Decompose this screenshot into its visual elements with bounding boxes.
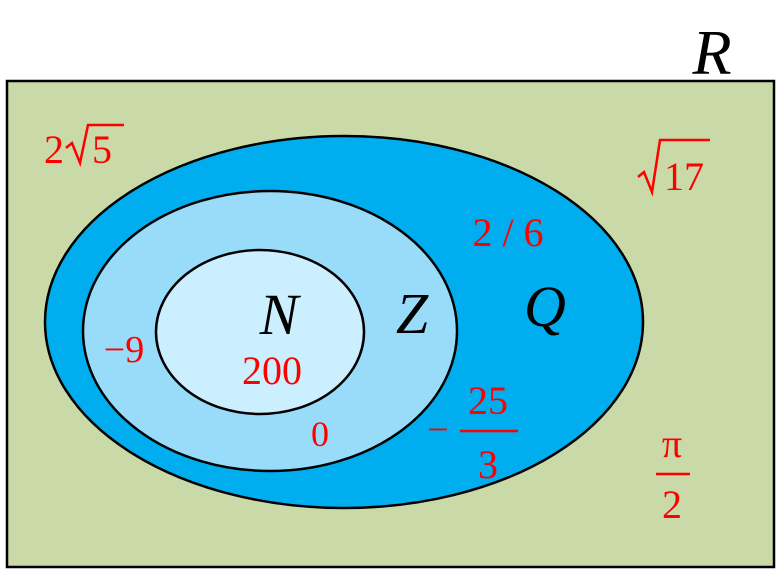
element-two-root-five: 2 5 [44,123,124,172]
radical-sign [637,138,710,197]
natural-set-region [154,248,366,416]
element-zero: 0 [311,414,329,454]
element-root-seventeen: 17 [637,138,710,199]
denominator-text: 3 [478,442,498,487]
element-pi-over-2: π 2 [656,421,690,527]
element-two-over-six: 2 / 6 [472,210,543,255]
sign-text: − [427,409,448,451]
radical-sign [65,123,124,168]
natural-set-label: N [259,282,302,347]
numerator-text: π [662,421,682,466]
integer-set-label: Z [396,281,429,346]
rational-set-label: Q [524,274,566,339]
element-two-hundred: 200 [242,348,302,393]
denominator-text: 2 [662,482,682,527]
numerator-text: 25 [468,378,508,423]
radicand-text: 17 [664,154,704,199]
element-minus-nine: −9 [104,329,144,371]
element-minus-25-over-3: − 25 3 [427,378,518,487]
radicand-text: 5 [92,127,112,172]
coefficient-text: 2 [44,127,64,172]
real-set-label: R [691,17,731,88]
